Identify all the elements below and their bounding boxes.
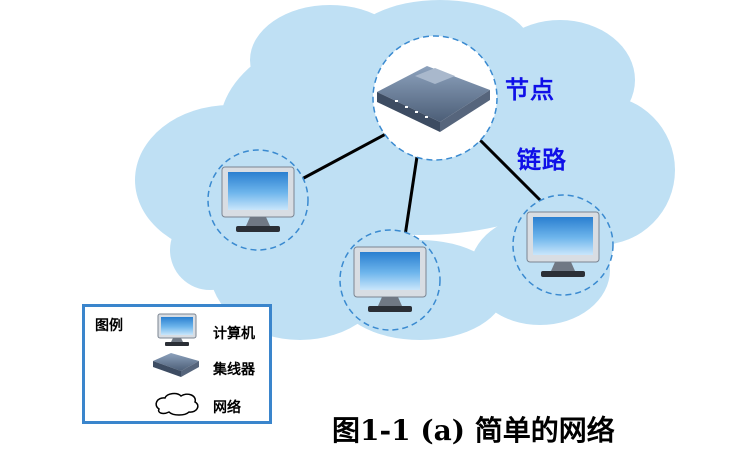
hub-icon xyxy=(377,66,490,132)
legend-item-hub: 集线器 xyxy=(213,362,255,378)
computer-node xyxy=(207,149,309,251)
computer-icon xyxy=(353,246,427,312)
link-line xyxy=(403,149,420,237)
legend-item-network: 网络 xyxy=(213,400,241,416)
hub-icon xyxy=(153,353,199,377)
link-line xyxy=(468,128,542,202)
computer-node xyxy=(339,229,441,331)
legend-title: 图例 xyxy=(95,318,123,334)
link-line xyxy=(299,126,398,182)
legend: 图例 计算机 集线器 网络 xyxy=(82,304,272,424)
computer-icon xyxy=(157,313,197,346)
figure-caption: 图1-1 (a) 简单的网络 xyxy=(332,414,615,447)
computer-icon xyxy=(221,166,295,232)
hub-node-label: 节点 xyxy=(505,76,555,104)
network-cloud-icon xyxy=(155,392,199,416)
link-label: 链路 xyxy=(517,146,567,174)
legend-item-computer: 计算机 xyxy=(213,326,255,342)
hub-node xyxy=(372,35,498,161)
links xyxy=(299,126,542,237)
computer-node xyxy=(512,194,614,296)
computer-icon xyxy=(526,211,600,277)
